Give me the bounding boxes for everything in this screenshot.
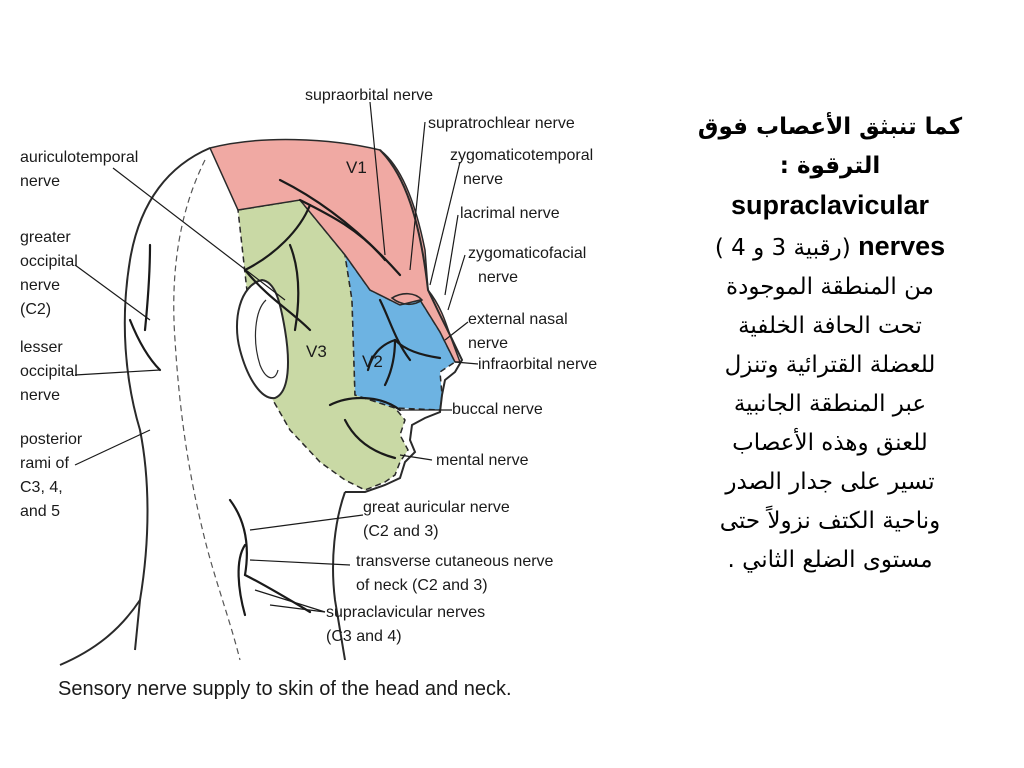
arabic-line-9: تسير على جدار الصدر	[725, 469, 935, 495]
label-external-nasal-nerve-1: external nasal	[468, 311, 568, 328]
label-auriculotemporal-nerve-1: auriculotemporal	[20, 149, 139, 166]
label-zygomaticotemporal-nerve-2: nerve	[463, 171, 504, 188]
label-auriculotemporal-nerve-2: nerve	[20, 173, 61, 190]
label-posterior-rami-2: rami of	[20, 455, 69, 472]
arabic-line-4: من المنطقة الموجودة	[726, 274, 934, 300]
label-supraclavicular-nerves-1: supraclavicular nerves	[326, 604, 486, 621]
arabic-term-line-2: nerves (رقبية 3 و 4 )	[660, 227, 1000, 268]
label-greater-occipital-nerve-3: nerve	[20, 277, 61, 294]
face-profile	[345, 149, 464, 493]
label-greater-occipital-nerve-1: greater	[20, 229, 71, 246]
figure-caption: Sensory nerve supply to skin of the head…	[58, 678, 512, 700]
region-label-v2: V2	[362, 352, 383, 371]
arabic-term-line-1: supraclavicular	[660, 186, 1000, 227]
label-great-auricular-nerve-1: great auricular nerve	[363, 499, 510, 516]
label-posterior-rami-4: and 5	[20, 503, 61, 520]
arabic-line-10: وناحية الكتف نزولاً حتى	[719, 508, 941, 534]
ear-inner	[254, 299, 279, 379]
term-supraclavicular: supraclavicular	[730, 190, 930, 220]
label-mental-nerve: mental nerve	[436, 452, 529, 469]
ear	[236, 278, 289, 400]
region-label-v1: V1	[346, 158, 367, 177]
neck-front	[332, 491, 346, 661]
label-greater-occipital-nerve-2: occipital	[20, 253, 78, 270]
label-lacrimal-nerve: lacrimal nerve	[460, 205, 560, 222]
label-zygomaticotemporal-nerve-1: zygomaticotemporal	[450, 147, 594, 164]
label-posterior-rami-3: C3, 4,	[20, 479, 63, 496]
label-transverse-cutaneous-nerve-1: transverse cutaneous nerve	[356, 553, 554, 570]
arabic-line-6: للعضلة القترائية وتنزل	[724, 352, 936, 378]
arabic-line-2: الترقوة :	[779, 153, 881, 179]
arabic-line-1: كما تنبثق الأعصاب فوق	[697, 114, 963, 140]
leader-lines	[74, 101, 479, 613]
v2-region	[344, 254, 456, 411]
label-supraclavicular-nerves-2: (C3 and 4)	[326, 628, 402, 645]
label-greater-occipital-nerve-4: (C2)	[20, 301, 52, 318]
nerve-branches	[128, 178, 442, 617]
label-supratrochlear-nerve: supratrochlear nerve	[428, 115, 575, 132]
arabic-line-7: عبر المنطقة الجانبية	[733, 391, 927, 417]
label-great-auricular-nerve-2: (C2 and 3)	[363, 523, 439, 540]
eye	[390, 292, 424, 306]
dermatome-boundary	[173, 159, 241, 661]
arabic-line-8: للعنق وهذه الأعصاب	[732, 430, 928, 456]
label-supraorbital-nerve: supraorbital nerve	[305, 87, 434, 104]
term-nerves: nerves	[858, 231, 946, 261]
head-outline	[123, 147, 211, 651]
label-lesser-occipital-nerve-3: nerve	[20, 387, 61, 404]
arabic-description: كما تنبثق الأعصاب فوق الترقوة : supracla…	[660, 108, 1000, 580]
arabic-line-11: مستوى الضلع الثاني .	[727, 547, 933, 573]
arabic-line-5: تحت الحافة الخلفية	[738, 313, 922, 339]
neck-back	[59, 599, 141, 666]
label-external-nasal-nerve-2: nerve	[468, 335, 509, 352]
label-posterior-rami-1: posterior	[20, 431, 83, 448]
label-zygomaticofacial-nerve-2: nerve	[478, 269, 519, 286]
label-buccal-nerve: buccal nerve	[452, 401, 543, 418]
label-lesser-occipital-nerve-2: occipital	[20, 363, 78, 380]
arabic-paren-note: (رقبية 3 و 4 )	[714, 235, 851, 261]
head-illustration	[59, 101, 479, 666]
label-lesser-occipital-nerve-1: lesser	[20, 339, 63, 356]
region-label-v3: V3	[306, 342, 327, 361]
label-transverse-cutaneous-nerve-2: of neck (C2 and 3)	[356, 577, 488, 594]
label-zygomaticofacial-nerve-1: zygomaticofacial	[468, 245, 587, 262]
label-infraorbital-nerve: infraorbital nerve	[478, 356, 598, 373]
head-neck-diagram: V1 V2 V3 supraorbital nerve supratrochle…	[20, 87, 598, 700]
